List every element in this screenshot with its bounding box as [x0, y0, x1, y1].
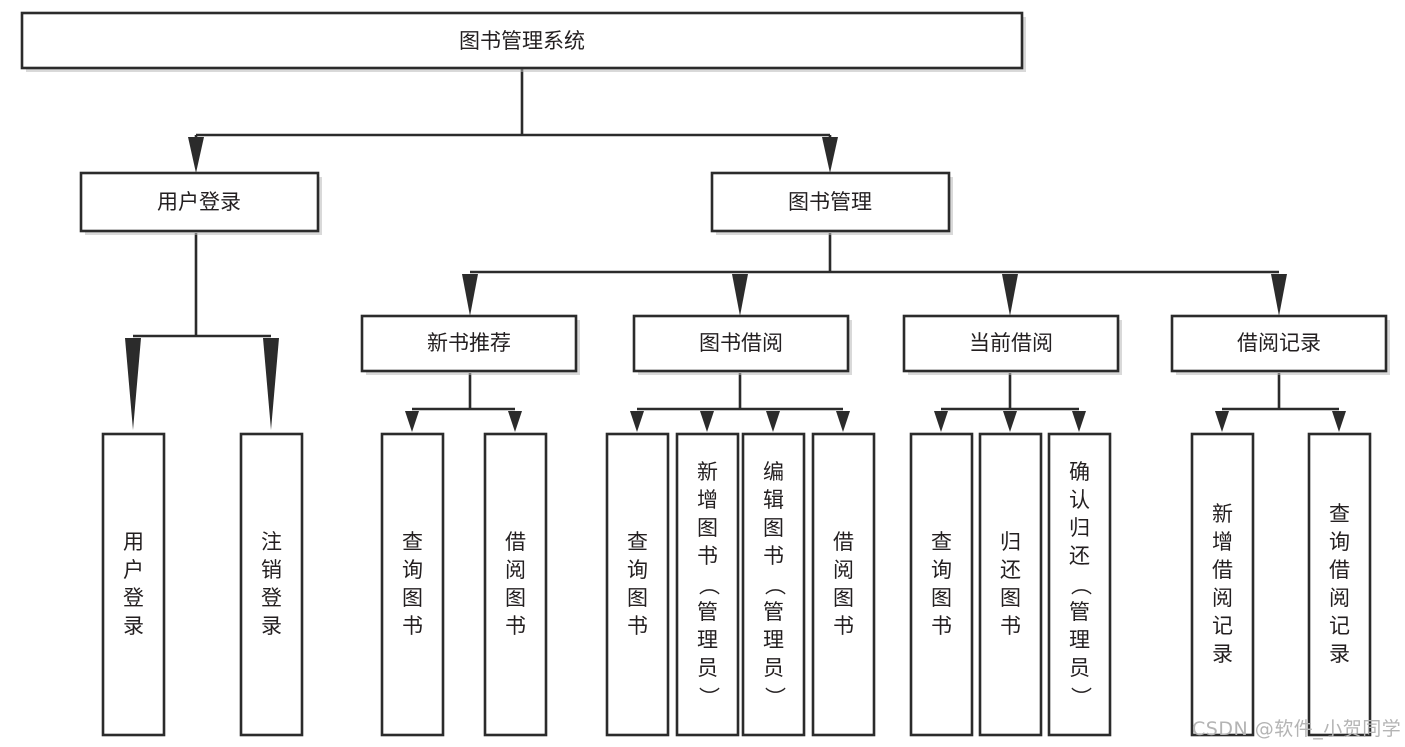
root-label: 图书管理系统 — [459, 29, 585, 53]
leaf-box-12[interactable] — [1307, 432, 1372, 737]
arrow-current-leaf-3 — [1072, 411, 1086, 432]
leaf-box-1[interactable] — [239, 432, 304, 737]
arrow-newbook-leaf-1 — [405, 411, 419, 432]
root-box[interactable] — [20, 11, 1024, 70]
arrow-newbook-leaf-2 — [508, 411, 522, 432]
csdn-watermark: CSDN @软件_小贺同学 — [1192, 718, 1402, 740]
user-login-label: 用户登录 — [157, 190, 241, 214]
book-management-label: 图书管理 — [788, 190, 872, 214]
node-book-borrow[interactable]: 图书借阅 — [632, 314, 852, 375]
arrow-to-user-login — [188, 137, 204, 173]
arrow-current-leaf-2 — [1003, 411, 1017, 432]
leaf-box-0[interactable] — [101, 432, 166, 737]
arrow-record-leaf-1 — [1215, 411, 1229, 432]
leaf-box-4[interactable] — [605, 432, 670, 737]
leaf-box-7[interactable] — [811, 432, 876, 737]
node-borrow-record[interactable]: 借阅记录 — [1170, 314, 1390, 375]
user-login-box[interactable] — [79, 171, 320, 233]
node-new-book-recommend[interactable]: 新书推荐 — [360, 314, 580, 375]
arrow-borrow-leaf-3 — [766, 411, 780, 432]
connector-group — [125, 68, 1346, 432]
leaf-box-6[interactable] — [741, 432, 806, 737]
arrow-to-new-book-rec — [462, 274, 478, 316]
leaf-box-8[interactable] — [909, 432, 974, 737]
arrow-borrow-leaf-1 — [630, 411, 644, 432]
leaf-box-3[interactable] — [483, 432, 548, 737]
arrow-borrow-leaf-2 — [700, 411, 714, 432]
current-borrow-label: 当前借阅 — [969, 331, 1053, 355]
arrow-to-leaf-user-login — [125, 338, 141, 430]
node-book-management[interactable]: 图书管理 — [710, 171, 953, 235]
arrow-to-book-borrow — [732, 274, 748, 316]
node-user-login[interactable]: 用户登录 — [79, 171, 322, 235]
leaf-box-11[interactable] — [1190, 432, 1255, 737]
arrow-record-leaf-2 — [1332, 411, 1346, 432]
leaf-box-9[interactable] — [978, 432, 1043, 737]
arrow-to-current-borrow — [1002, 274, 1018, 316]
new-book-recommend-box[interactable] — [360, 314, 578, 373]
borrow-record-box[interactable] — [1170, 314, 1388, 373]
leaf-box-2[interactable] — [380, 432, 445, 737]
book-management-box[interactable] — [710, 171, 951, 233]
node-root[interactable]: 图书管理系统 — [20, 11, 1026, 72]
leaf-box-5[interactable] — [675, 432, 740, 737]
arrow-current-leaf-1 — [934, 411, 948, 432]
arrow-borrow-leaf-4 — [836, 411, 850, 432]
arrow-to-book-mgmt — [822, 137, 838, 173]
arrow-to-leaf-logout — [263, 338, 279, 430]
leaf-box-group — [101, 432, 1372, 737]
arrow-to-borrow-record — [1271, 274, 1287, 316]
book-borrow-box[interactable] — [632, 314, 850, 373]
node-current-borrow[interactable]: 当前借阅 — [902, 314, 1122, 375]
new-book-recommend-label: 新书推荐 — [427, 331, 511, 355]
book-borrow-label: 图书借阅 — [699, 331, 783, 355]
borrow-record-label: 借阅记录 — [1237, 331, 1321, 355]
current-borrow-box[interactable] — [902, 314, 1120, 373]
leaf-box-10[interactable] — [1047, 432, 1112, 737]
